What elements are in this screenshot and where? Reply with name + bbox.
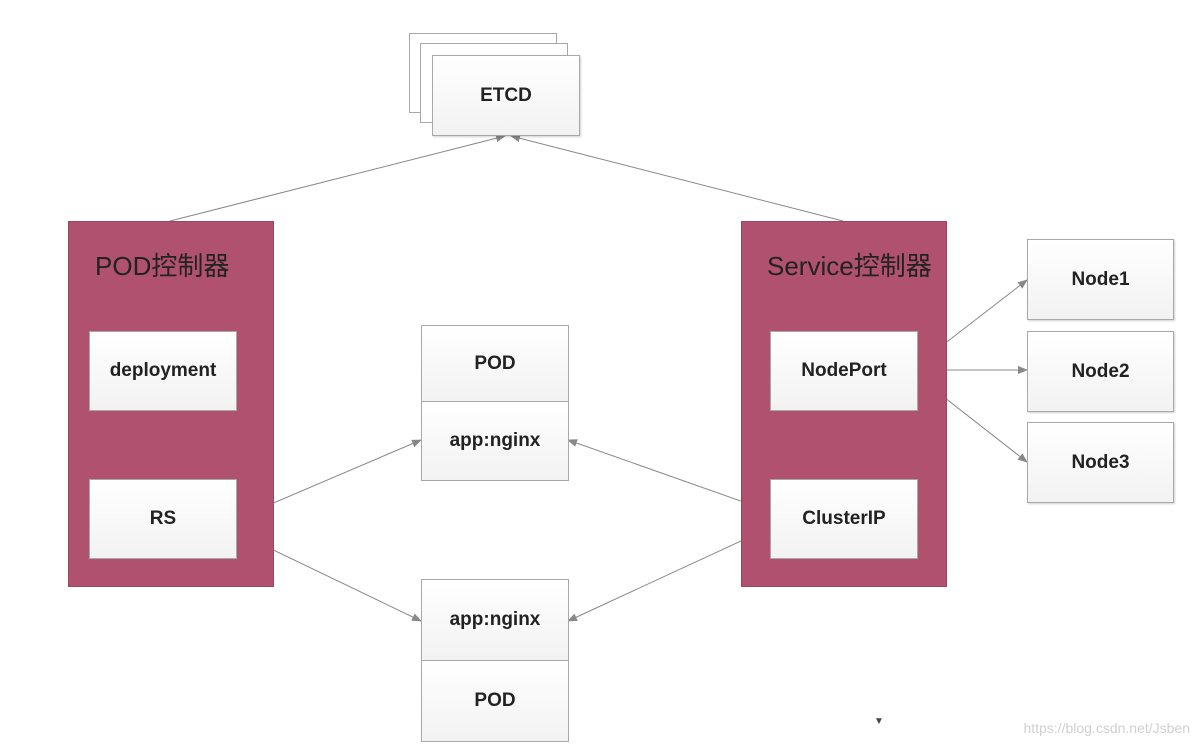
arrow-service-controller-to-etcd xyxy=(510,134,844,222)
watermark-url: https://blog.csdn.net/Jsben xyxy=(1023,720,1190,736)
arrow-clusterip-to-bottom-pod xyxy=(567,527,770,622)
node2-box: Node2 xyxy=(1027,331,1174,412)
down-triangle-icon: ▼ xyxy=(874,716,884,727)
deployment-box: deployment xyxy=(89,331,237,411)
arrow-clusterip-to-top-pod xyxy=(567,439,770,512)
bottom-pod-app-label-box: app:nginx xyxy=(421,579,569,661)
etcd-box: ETCD xyxy=(432,55,580,136)
arrow-pod-controller-to-etcd xyxy=(169,134,506,222)
nodeport-box: NodePort xyxy=(770,331,918,411)
pod-controller-title: POD控制器 xyxy=(95,251,230,281)
clusterip-box: ClusterIP xyxy=(770,479,918,559)
service-controller-title: Service控制器 xyxy=(767,251,932,281)
node3-box: Node3 xyxy=(1027,422,1174,503)
node1-box: Node1 xyxy=(1027,239,1174,320)
bottom-pod-box: POD xyxy=(421,660,569,742)
top-pod-app-label-box: app:nginx xyxy=(421,401,569,481)
top-pod-box: POD xyxy=(421,325,569,402)
rs-box: RS xyxy=(89,479,237,559)
